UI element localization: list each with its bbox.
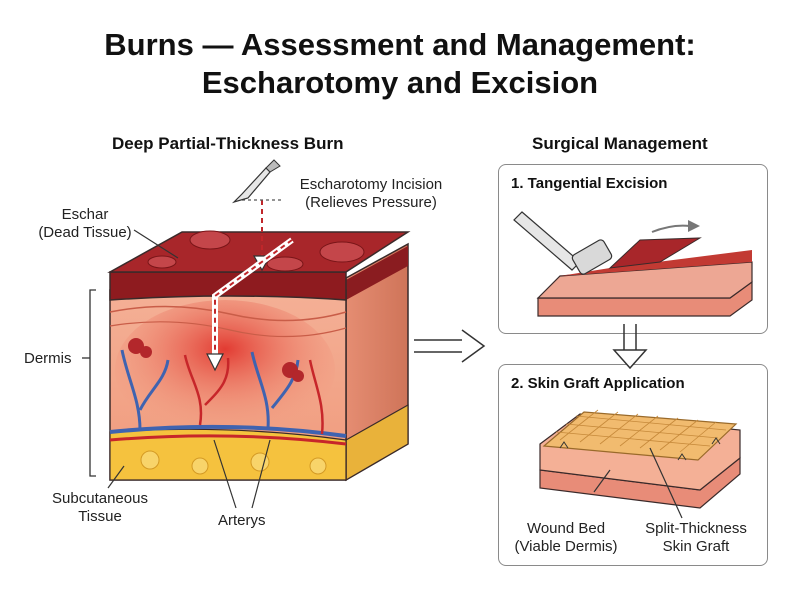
burn-zone: [115, 300, 335, 440]
incision-label: Escharotomy Incision (Relieves Pressure): [286, 176, 456, 212]
title-line-1: Burns — Assessment and Management:: [104, 27, 696, 62]
eschar-label-line2: (Dead Tissue): [38, 224, 132, 241]
wound-label-line1: Wound Bed: [526, 520, 606, 537]
scalpel-icon: [231, 159, 281, 204]
graft-step-title: 2. Skin Graft Application: [511, 375, 685, 392]
artery-line: [109, 434, 347, 446]
artery-label: Arterys: [218, 512, 266, 529]
eschar-label: Eschar (Dead Tissue): [30, 206, 140, 242]
dermis-label: Dermis: [24, 350, 72, 367]
escharotomy-incision: [206, 199, 294, 372]
graft-mesh: [542, 411, 738, 461]
dermis-bracket: [89, 289, 96, 477]
skin-graft-label: Split-Thickness Skin Graft: [630, 520, 762, 556]
subcut-label-line1: Subcutaneous: [52, 490, 148, 507]
excision-illustration: [513, 211, 753, 317]
wound-bed-label: Wound Bed (Viable Dermis): [506, 520, 626, 556]
artery-leader-2: [251, 439, 271, 509]
block-side-eschar: [346, 246, 408, 300]
eschar-leader: [133, 229, 179, 259]
subcut-label-line2: Tissue: [78, 508, 122, 525]
graft-label-line2: Skin Graft: [662, 538, 730, 555]
graft-illustration: [539, 409, 741, 519]
flow-arrow: [414, 329, 486, 363]
title-line-2: Escharotomy and Excision: [201, 65, 599, 100]
eschar-label-line1: Eschar: [61, 206, 109, 223]
right-heading: Surgical Management: [532, 134, 708, 153]
artery-leader-1: [213, 439, 237, 509]
subcutaneous-label: Subcutaneous Tissue: [30, 490, 170, 526]
graft-label-line1: Split-Thickness: [645, 520, 747, 537]
excision-step-title: 1. Tangential Excision: [511, 175, 668, 192]
left-heading: Deep Partial-Thickness Burn: [112, 134, 344, 153]
incision-label-line1: Escharotomy Incision: [299, 176, 443, 193]
incision-label-line2: (Relieves Pressure): [305, 194, 437, 211]
step-arrow-down: [612, 324, 648, 370]
wound-label-line2: (Viable Dermis): [514, 538, 618, 555]
skin-block: [107, 230, 411, 482]
subcut-leader: [107, 465, 125, 489]
diagram-title: Burns — Assessment and Management: Escha…: [0, 26, 800, 102]
